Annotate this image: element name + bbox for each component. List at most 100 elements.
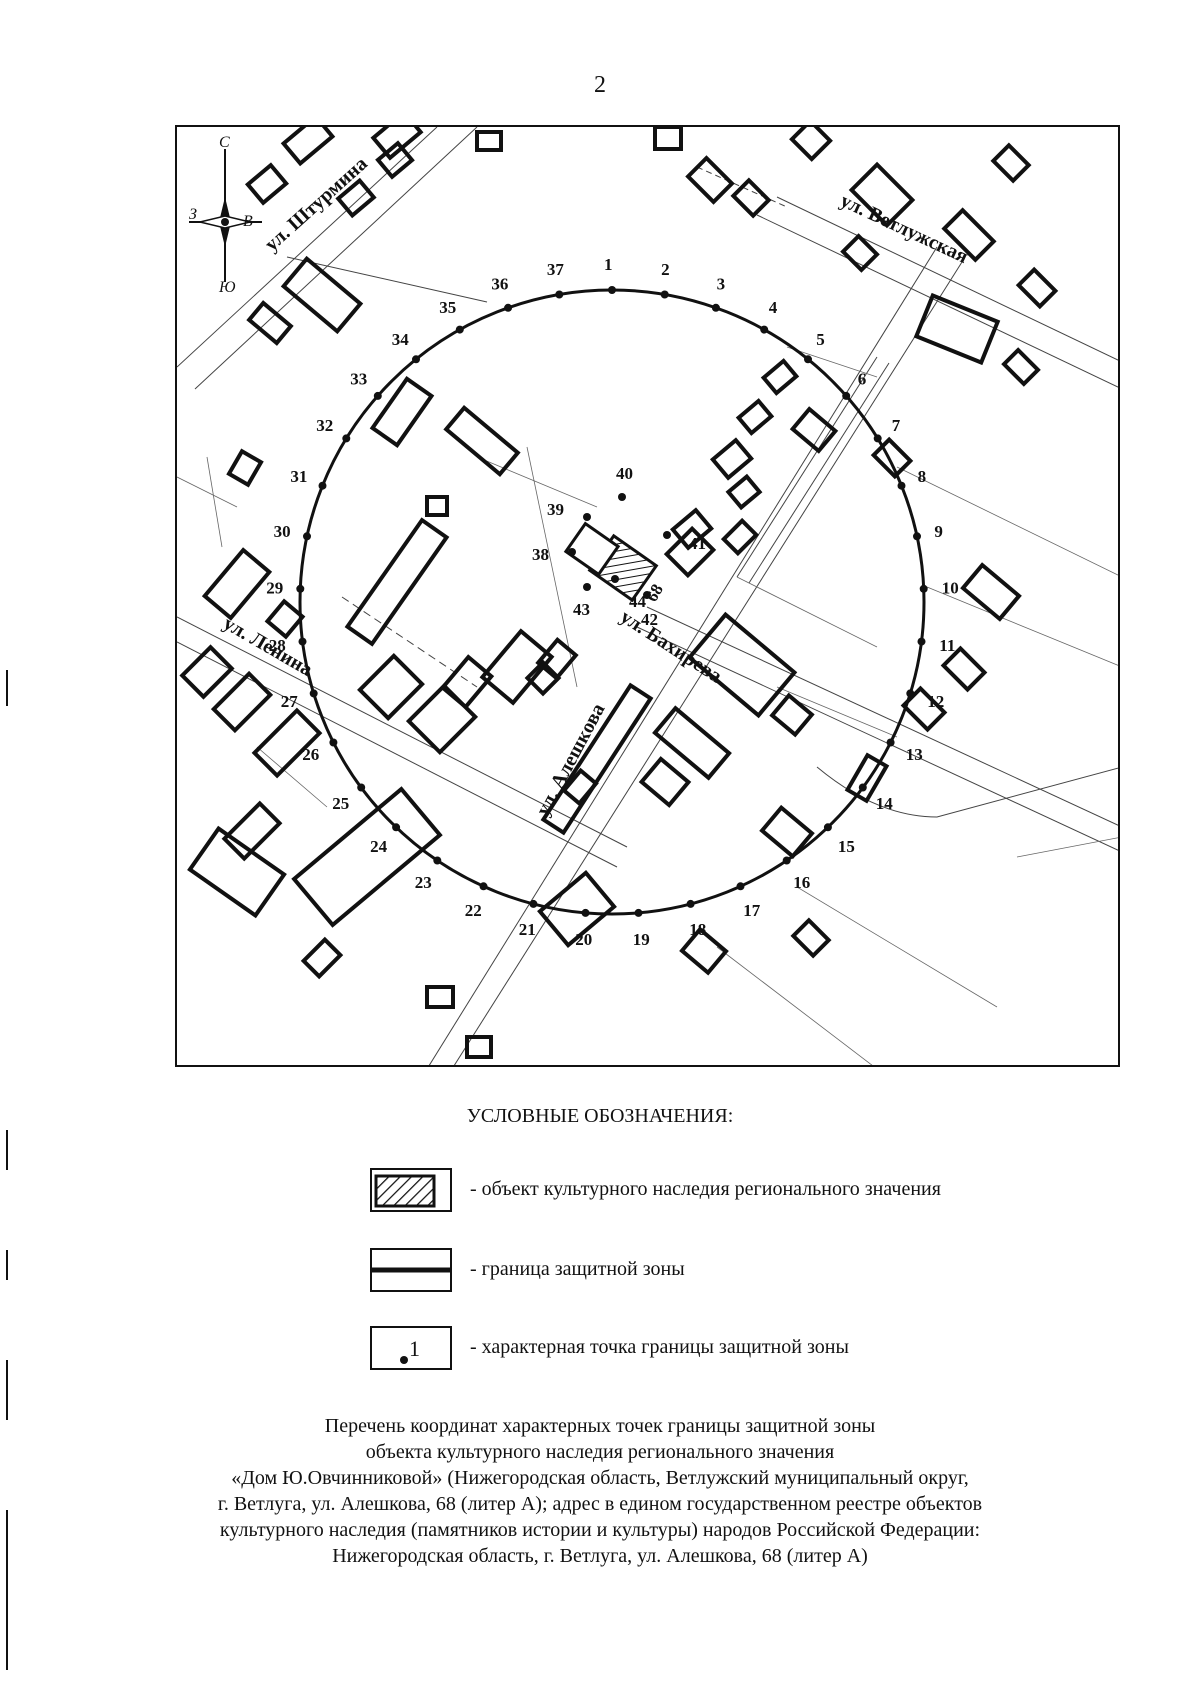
boundary-point xyxy=(913,532,921,541)
boundary-point xyxy=(529,899,538,908)
legend-point-label: 1 xyxy=(409,1336,420,1361)
boundary-point-label: 22 xyxy=(465,901,482,920)
boundary-point-label: 35 xyxy=(439,298,456,317)
margin-mark xyxy=(6,670,8,706)
boundary-point-label: 27 xyxy=(281,692,299,711)
boundary-point-label: 44 xyxy=(629,592,647,611)
boundary-point-label: 34 xyxy=(392,330,410,349)
boundary-point xyxy=(618,493,626,501)
boundary-point-label: 30 xyxy=(274,522,291,541)
legend-symbol-heritage xyxy=(370,1168,452,1212)
caption-line: культурного наследия (памятников истории… xyxy=(219,1519,981,1541)
legend-symbol-boundary xyxy=(370,1248,452,1292)
boundary-point-label: 17 xyxy=(743,901,761,920)
boundary-point-label: 16 xyxy=(793,873,810,892)
boundary-point xyxy=(906,689,915,698)
boundary-point-label: 23 xyxy=(415,873,432,892)
boundary-point-label: 4 xyxy=(769,298,778,317)
boundary-point-label: 1 xyxy=(604,255,613,274)
boundary-point-label: 20 xyxy=(575,930,592,949)
caption-line: Перечень координат характерных точек гра… xyxy=(324,1415,876,1437)
boundary-point xyxy=(357,783,366,792)
margin-mark xyxy=(6,1250,8,1280)
boundary-point-label: 8 xyxy=(918,467,927,486)
margin-mark xyxy=(6,1360,8,1420)
boundary-point xyxy=(611,575,619,583)
boundary-point-label: 13 xyxy=(906,745,923,764)
boundary-point xyxy=(504,303,513,312)
boundary-point-label: 31 xyxy=(290,467,307,486)
boundary-point xyxy=(643,591,651,599)
boundary-point-label: 37 xyxy=(547,260,565,279)
street-shturmina-lines xyxy=(177,127,488,390)
boundary-point xyxy=(711,303,720,312)
boundary-point-label: 43 xyxy=(573,600,590,619)
boundary-point-label: 33 xyxy=(350,370,367,389)
boundary-point xyxy=(329,738,338,747)
boundary-point-label: 12 xyxy=(927,692,944,711)
boundary-point xyxy=(581,908,590,917)
boundary-point xyxy=(760,325,769,334)
boundary-point xyxy=(568,548,576,556)
boundary-point-label: 9 xyxy=(934,522,943,541)
boundary-point xyxy=(660,290,669,299)
boundary-point xyxy=(555,290,564,299)
compass-rose-icon: С Ю З В xyxy=(189,134,262,296)
street-vetluzhskaya-lines xyxy=(696,166,1118,388)
boundary-point xyxy=(318,481,327,490)
boundary-point xyxy=(392,823,401,832)
boundary-point-label: 24 xyxy=(370,837,388,856)
boundary-point-label: 25 xyxy=(332,794,349,813)
street-aleshkova-lines xyxy=(428,246,963,1065)
boundary-point xyxy=(412,355,420,364)
boundary-point-label: 40 xyxy=(616,464,633,483)
boundary-point xyxy=(886,738,895,747)
boundary-point xyxy=(917,637,926,646)
boundary-point-label: 14 xyxy=(876,794,894,813)
plot-lines xyxy=(177,346,1118,1065)
boundary-point xyxy=(303,532,311,541)
boundary-point xyxy=(296,584,305,593)
boundary-point-label: 18 xyxy=(689,920,706,939)
street-label-aleshkova: ул. Алешкова xyxy=(532,700,610,820)
boundary-point xyxy=(479,882,488,891)
caption-line: объекта культурного наследия регионально… xyxy=(365,1441,835,1463)
boundary-point-label: 26 xyxy=(302,745,319,764)
coordinates-caption: Перечень координат характерных точек гра… xyxy=(150,1413,1050,1569)
boundary-point-label: 29 xyxy=(266,579,283,598)
boundary-point xyxy=(634,908,643,917)
boundary-point xyxy=(455,325,464,334)
boundary-point-label: 5 xyxy=(816,330,825,349)
boundary-point-label: 2 xyxy=(661,260,670,279)
compass-south: Ю xyxy=(218,279,236,296)
margin-mark xyxy=(6,1510,8,1670)
boundary-point xyxy=(309,689,318,698)
caption-line: «Дом Ю.Овчинниковой» (Нижегородская обла… xyxy=(231,1467,969,1489)
boundary-point-label: 38 xyxy=(532,545,549,564)
margin-mark xyxy=(6,1130,8,1170)
boundary-point-label: 41 xyxy=(689,534,706,553)
boundary-point xyxy=(804,355,812,364)
boundary-point xyxy=(919,584,928,593)
compass-north: С xyxy=(219,134,230,151)
boundary-point xyxy=(583,583,591,591)
protection-zone-boundary xyxy=(298,288,926,916)
boundary-point xyxy=(823,823,832,832)
boundary-point xyxy=(858,783,867,792)
boundary-point xyxy=(298,637,307,646)
boundary-point xyxy=(342,434,351,443)
legend-text-heritage: - объект культурного наследия региональн… xyxy=(470,1178,941,1200)
boundary-point-label: 21 xyxy=(519,920,536,939)
boundary-point xyxy=(873,434,882,443)
boundary-point xyxy=(782,856,791,865)
boundary-point xyxy=(583,513,591,521)
street-bakhireva-lines xyxy=(636,606,1118,851)
legend-symbol-point: 1 xyxy=(370,1326,452,1370)
heritage-object[interactable] xyxy=(563,521,659,603)
boundary-point-label: 15 xyxy=(838,837,855,856)
boundary-point-label: 19 xyxy=(633,930,650,949)
boundary-point xyxy=(373,391,382,400)
legend-text-boundary: - граница защитной зоны xyxy=(470,1258,685,1280)
